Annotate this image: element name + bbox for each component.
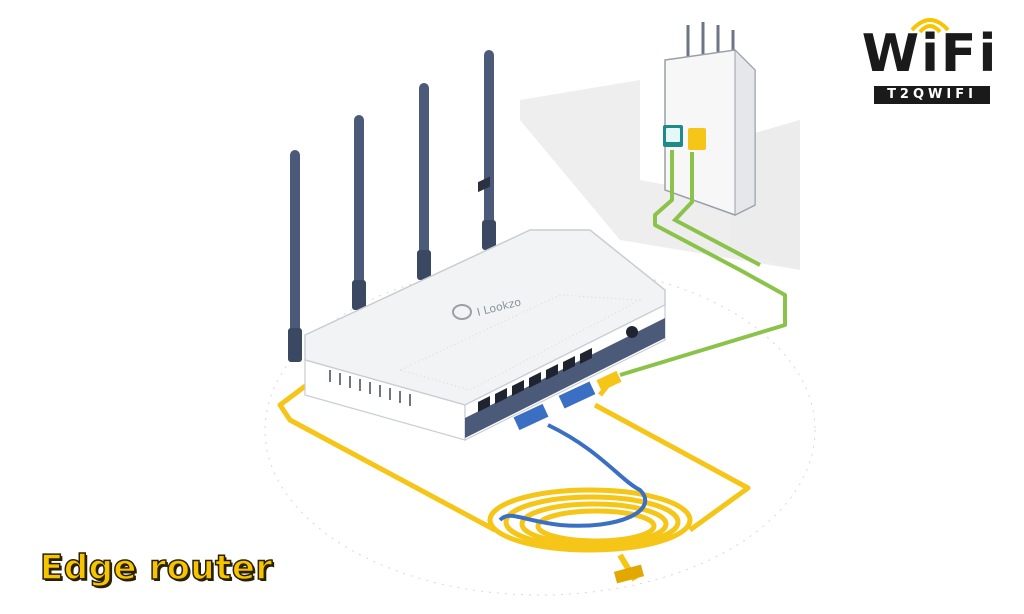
- caption-text: Edge router: [39, 547, 273, 589]
- green-cable: [619, 150, 787, 377]
- yellow-cable-left: [277, 373, 497, 533]
- blue-plug-1: [513, 403, 549, 431]
- modem-port-yellow: [688, 128, 706, 150]
- logo-main-text: WiFi: [861, 24, 999, 84]
- router-logo-ring: [452, 304, 472, 320]
- router-body: I Lookzo: [304, 176, 666, 441]
- blue-cable: [498, 423, 648, 528]
- ethernet-ports: [478, 348, 592, 412]
- antennas: [288, 50, 496, 362]
- floor-circle: [264, 264, 816, 596]
- yellow-cable-coil: [487, 487, 693, 553]
- logo-sub-text: T2QWIFI: [874, 86, 990, 104]
- yellow-plug: [596, 370, 622, 392]
- power-jack: [626, 326, 638, 338]
- wifi-logo: WiFi T2QWIFI: [860, 10, 1000, 105]
- wifi-arcs-icon: [910, 18, 950, 34]
- blue-plug-2: [558, 381, 596, 409]
- wall-modem: [663, 22, 756, 216]
